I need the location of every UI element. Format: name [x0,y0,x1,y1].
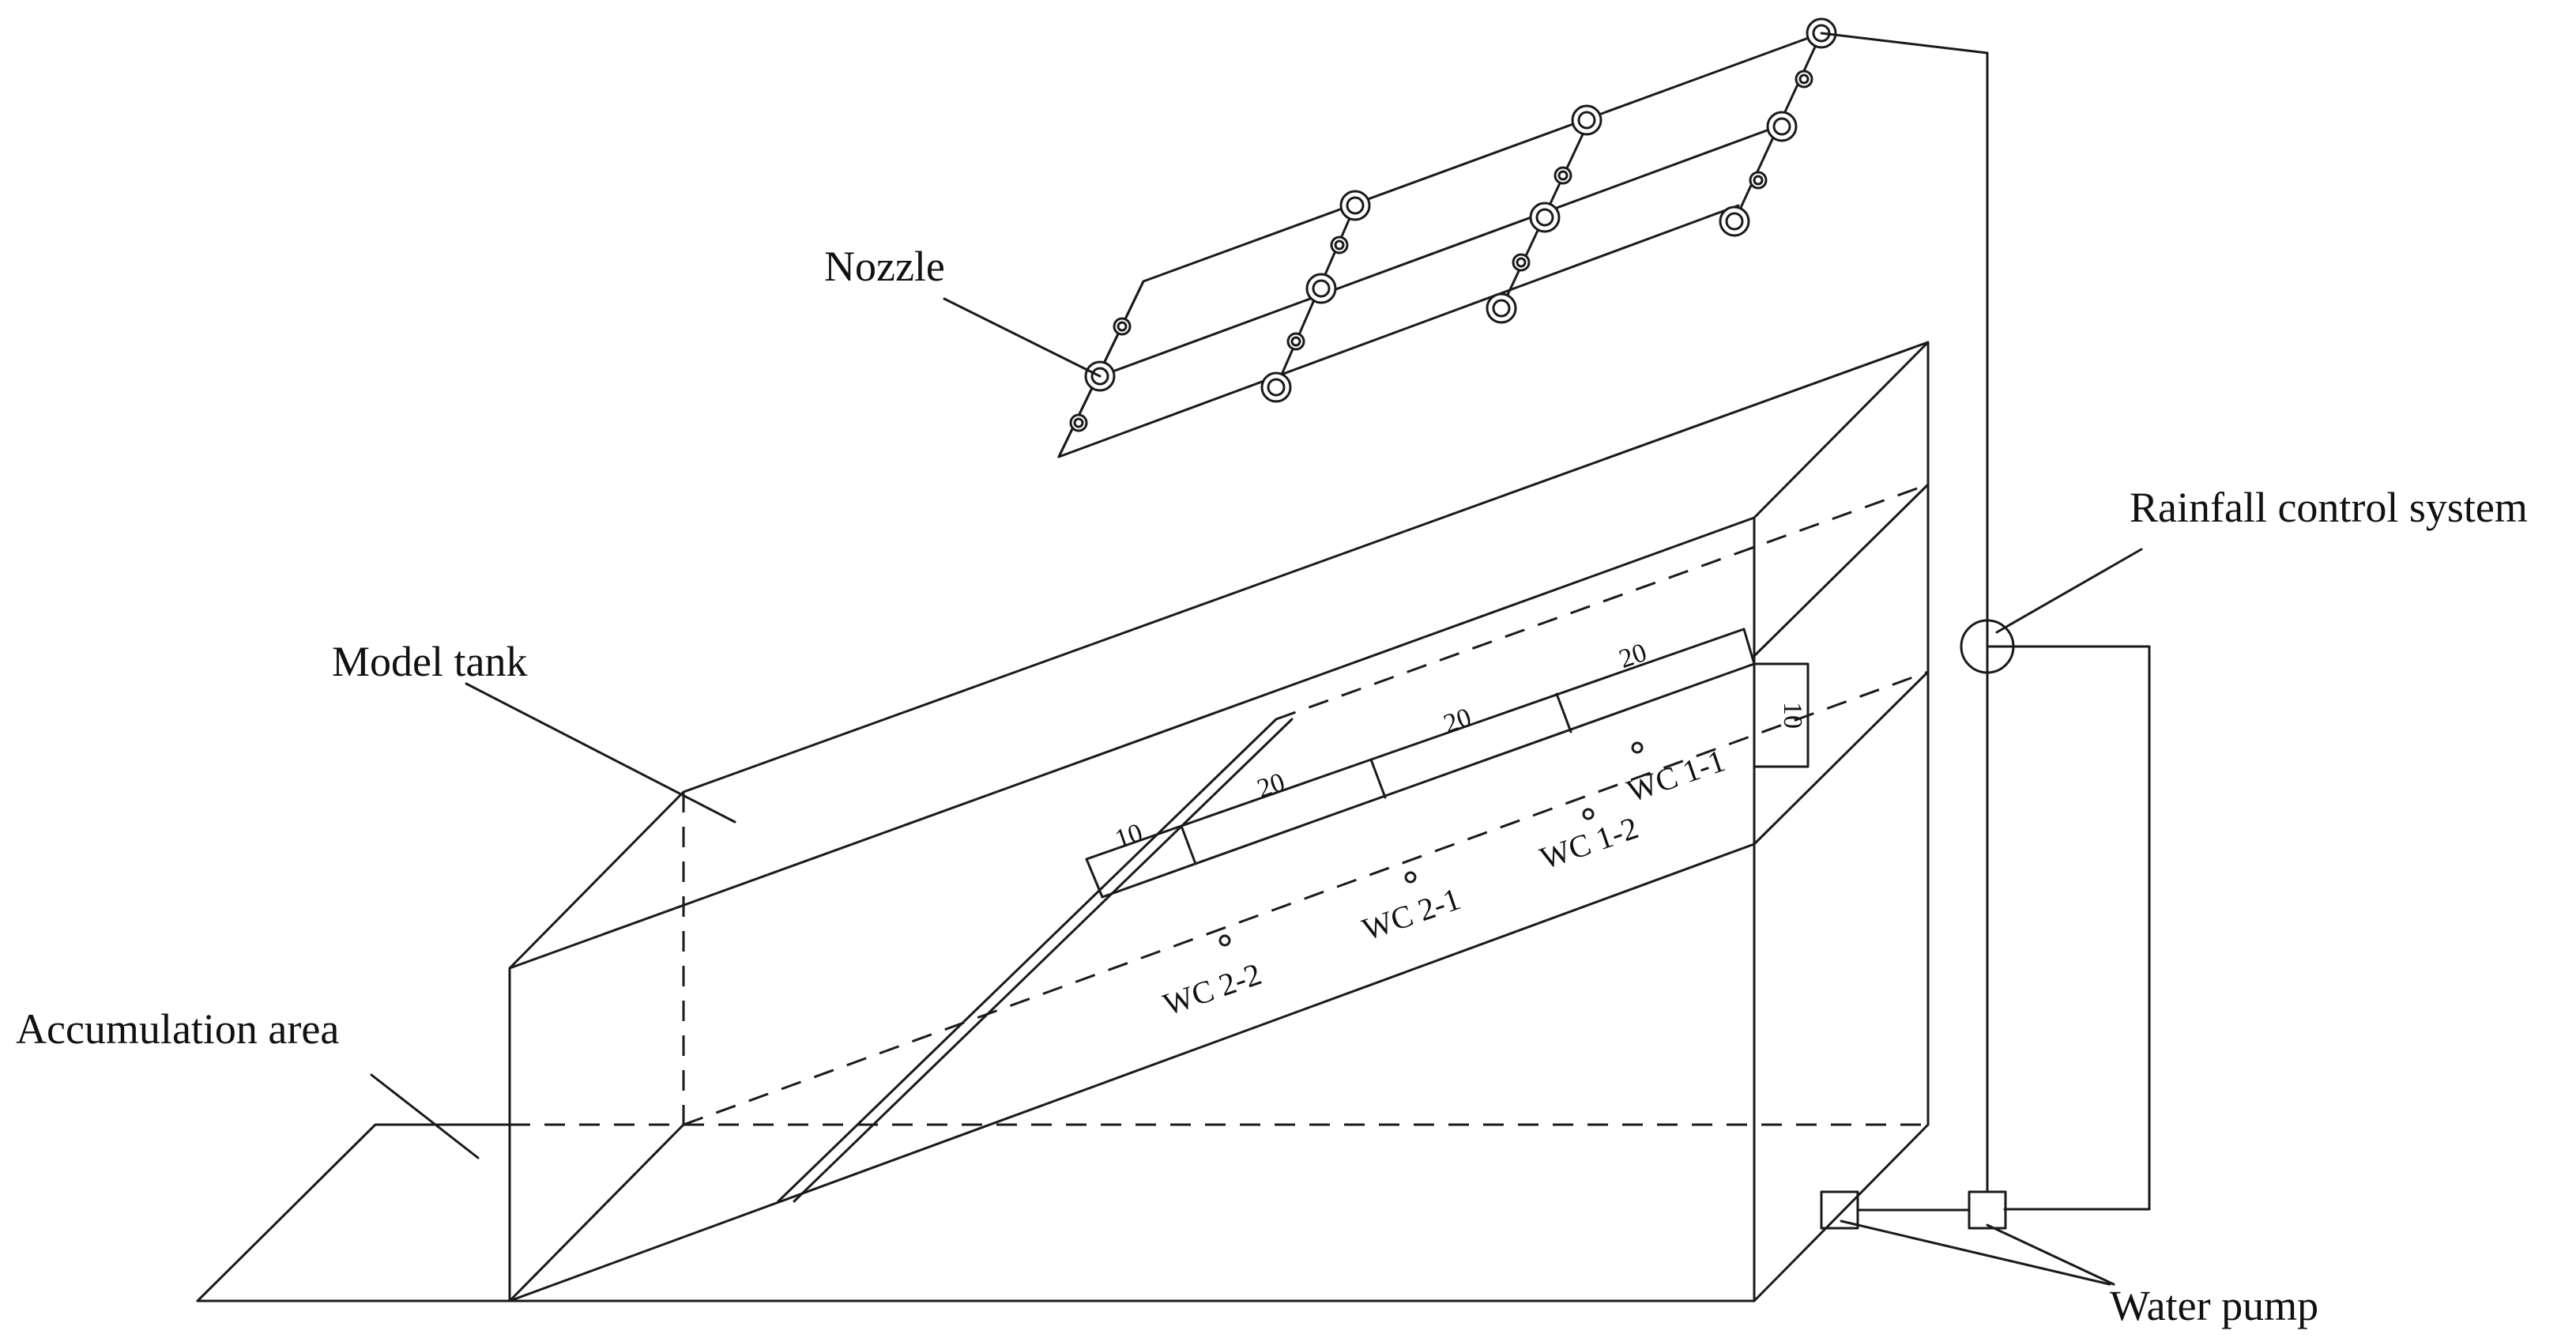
dimension-label: 10 [1778,702,1807,729]
nozzle-label: Nozzle [824,243,945,290]
nozzle-array [1057,32,1823,458]
soil-slope [508,483,1930,1302]
model-tank-label: Model tank [332,638,527,685]
nozzles [1069,17,1837,432]
sensor-marker [1631,741,1644,754]
leader-lines [370,297,2143,1286]
sensor-label: WC 2-2 [1158,956,1265,1022]
model-tank [508,341,1930,1302]
accumulation-area-label: Accumulation area [16,1005,339,1053]
sensor-label: WC 2-1 [1358,880,1464,947]
sensor-marker [1404,871,1417,884]
water-pump-label: Water pump [2110,1282,2318,1329]
dimension-label: 20 [1615,638,1650,674]
water-piping [1820,32,2151,1230]
sensor-marker [1218,934,1231,947]
dimension-bar [1085,628,1810,899]
dimension-labels: 10 20 20 20 10 [1111,638,1807,854]
rainfall-control-system-label: Rainfall control system [2130,484,2528,531]
sensor-marker [1582,808,1595,820]
component-labels: Nozzle Model tank Accumulation area Rain… [16,243,2528,1329]
accumulation-area-plate [196,1123,1928,1302]
water-pump-icon [1968,1190,2007,1230]
moisture-sensors: WC 1-1 WC 1-2 WC 2-1 WC 2-2 [1158,741,1730,1023]
